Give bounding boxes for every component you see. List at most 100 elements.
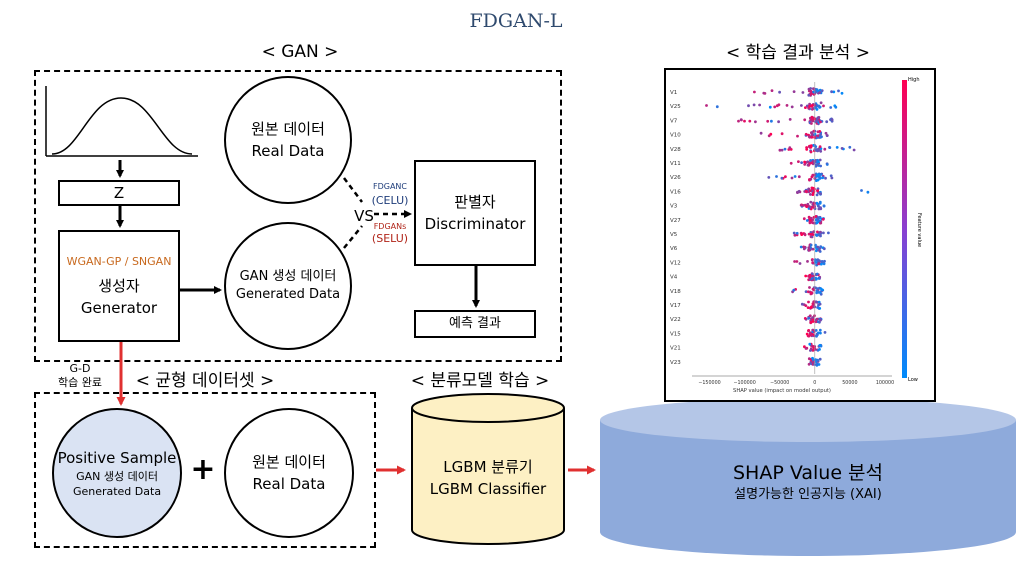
shap-point (809, 331, 812, 335)
shap-point (805, 332, 809, 336)
shap-point (818, 344, 822, 347)
feature-label: V3 (670, 204, 678, 210)
plus-sign: + (190, 452, 216, 487)
colorbar-low-label: Low (908, 377, 918, 383)
lgbm-classifier-label-ko: LGBM 분류기 (443, 458, 533, 476)
shap-point (800, 233, 804, 237)
shap-point (815, 179, 818, 182)
shap-point (837, 89, 840, 93)
shap-point (817, 233, 821, 237)
feature-label: V15 (670, 331, 681, 337)
shap-point (816, 348, 820, 352)
lgbm-classifier-cylinder (408, 390, 568, 548)
shap-point (829, 106, 833, 109)
shap-point (829, 174, 833, 178)
balanced-real-data-label-ko: 원본 데이터 (252, 453, 326, 471)
shap-point (800, 161, 803, 164)
feature-label: V26 (670, 175, 681, 181)
shap-point (805, 146, 808, 149)
shap-point (809, 349, 812, 352)
shap-point (808, 342, 812, 346)
shap-point (797, 189, 801, 193)
real-data-label-ko: 원본 데이터 (251, 120, 325, 138)
shap-point (808, 205, 812, 209)
shap-point (780, 148, 784, 152)
shap-point (816, 116, 820, 120)
shap-point (807, 93, 811, 97)
shap-point (814, 218, 818, 222)
shap-point (810, 175, 814, 179)
shap-point (800, 302, 804, 306)
feature-label: V23 (670, 360, 681, 366)
positive-sample-circle: Positive Sample GAN 생성 데이터 Generated Dat… (52, 408, 182, 538)
shap-point (809, 150, 813, 154)
shap-point (808, 275, 812, 279)
shap-point (812, 221, 816, 225)
shap-point (809, 216, 813, 220)
shap-point (814, 320, 818, 324)
shap-point (800, 104, 803, 107)
shap-point (866, 190, 870, 194)
generator-model-label: WGAN-GP / SNGAN (66, 254, 172, 268)
shap-point (815, 272, 819, 276)
shap-point (818, 176, 822, 180)
shap-point (777, 103, 781, 107)
shap-point (768, 105, 772, 109)
shap-analysis-subtitle: 설명가능한 인공지능 (XAI) (734, 487, 882, 502)
shap-point (795, 260, 799, 263)
real-data-circle: 원본 데이터 Real Data (224, 76, 352, 204)
x-tick-label: −50000 (770, 380, 789, 386)
shap-point (788, 118, 792, 121)
shap-point (818, 357, 822, 361)
shap-point (804, 189, 808, 193)
x-tick-label: −100000 (733, 380, 755, 386)
shap-point (809, 200, 813, 204)
shap-point (830, 118, 834, 122)
shap-point (815, 221, 819, 225)
shap-point (759, 131, 763, 135)
shap-point (737, 119, 740, 123)
shap-point (770, 119, 773, 123)
shap-point (799, 203, 803, 207)
shap-point (818, 145, 822, 149)
shap-point (860, 189, 863, 192)
shap-point (811, 316, 815, 319)
positive-sample-label-ko: GAN 생성 데이터 (76, 470, 158, 483)
shap-point (812, 202, 816, 206)
shap-point (766, 119, 770, 123)
x-tick-label: 50000 (842, 380, 857, 386)
shap-analysis-text: SHAP Value 분석 설명가능한 인공지능 (XAI) (598, 460, 1018, 504)
shap-point (817, 173, 820, 177)
shap-point (804, 290, 808, 293)
shap-point (817, 363, 821, 366)
shap-point (803, 160, 806, 164)
shap-point (808, 221, 812, 225)
shap-point (777, 120, 780, 124)
shap-point (827, 231, 830, 235)
feature-label: V22 (670, 317, 681, 323)
shap-point (819, 101, 823, 105)
shap-point (848, 145, 852, 149)
shap-point (828, 146, 832, 149)
shap-point (815, 300, 818, 304)
colorbar-feature-value-label: Feature value (916, 213, 922, 247)
shap-point (778, 90, 781, 94)
shap-point (806, 163, 810, 167)
shap-point (805, 205, 809, 208)
shap-point (783, 147, 787, 151)
shap-point (803, 118, 807, 122)
shap-point (824, 176, 827, 180)
shap-point (807, 246, 811, 250)
shap-summary-plot-svg: V1V25V7V10V28V11V26V16V3V27V5V6V12V4V18V… (670, 77, 922, 394)
positive-sample-label-en: Generated Data (72, 485, 162, 498)
gd-label: G-D (69, 362, 91, 375)
shap-point (809, 145, 813, 149)
shap-point (819, 149, 823, 153)
shap-point (813, 314, 816, 318)
shap-point (793, 233, 797, 237)
shap-point (739, 118, 743, 121)
shap-point (775, 175, 778, 178)
shap-point (818, 106, 821, 109)
generated-data-label-en: Generated Data (235, 287, 341, 302)
shap-point (834, 105, 838, 109)
